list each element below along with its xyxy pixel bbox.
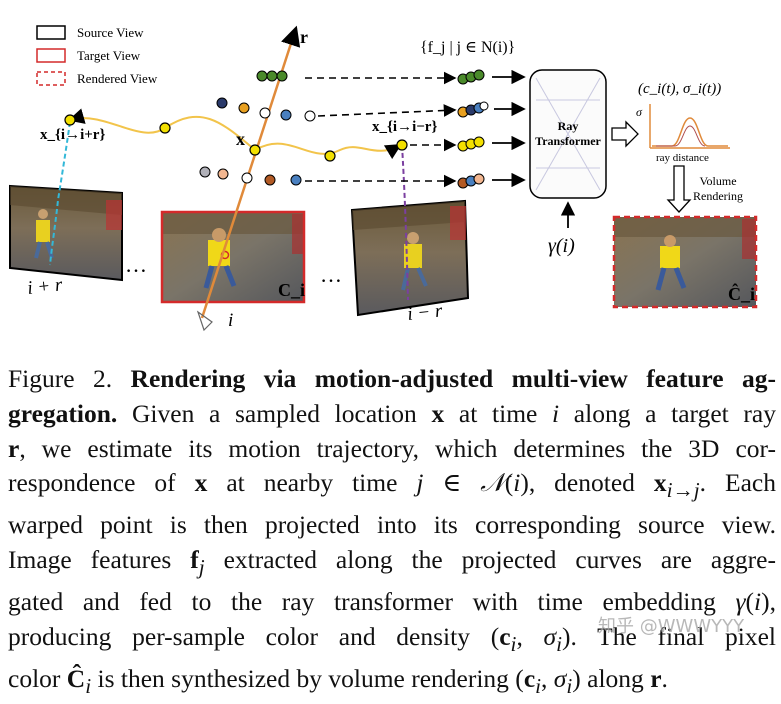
gamma-label: γ(i): [548, 235, 575, 257]
legend-target-label: Target View: [77, 48, 141, 63]
caption-title: Rendering via motion-adjusted multi-view…: [130, 364, 777, 393]
x-plus-label: x_{i→i+r}: [40, 127, 105, 143]
transformer-input-arrows: [492, 69, 526, 188]
sigma-label: σ: [636, 105, 643, 119]
caption-line-9: color Ĉi is then synthesized by volume r…: [8, 663, 668, 698]
rendered-ci-hat-label: Ĉ_i: [728, 282, 755, 304]
caption-line-8: producing per-sample color and density (…: [8, 621, 776, 656]
point-trajectory-a: [159, 122, 171, 134]
volume-label-1: Volume: [699, 174, 736, 188]
figure-diagram: Source View Target View Rendered View i …: [9, 25, 758, 332]
view-label-right: i − r: [406, 300, 444, 325]
caption-line-2: gregation. Given a sampled location x at…: [8, 398, 776, 428]
transformer-label-2: Transformer: [535, 134, 601, 148]
figure-caption: Figure 2. Rendering via motion-adjusted …: [8, 362, 776, 704]
x-minus-label: x_{i→i−r}: [372, 119, 437, 135]
point-x-right: [396, 139, 408, 151]
legend-target-swatch: [36, 48, 66, 63]
legend-source-swatch: [36, 25, 66, 40]
transformer-label-1: Ray: [558, 119, 579, 133]
legend-rendered-label: Rendered View: [77, 71, 158, 86]
dots-center: …: [320, 262, 342, 287]
legend-rendered-swatch: [36, 71, 66, 86]
right-ray-curve: [401, 144, 409, 301]
output-label: (c_i(t), σ_i(t)): [638, 81, 721, 97]
dots-left: …: [125, 252, 147, 277]
caption-line-1: Figure 2. Rendering via motion-adjusted …: [8, 362, 776, 397]
ray-distance-label: ray distance: [656, 152, 709, 164]
ray-label: r: [300, 27, 308, 47]
ray-transformer: Ray Transformer: [529, 69, 607, 199]
target-view: [160, 210, 306, 304]
density-plot: (c_i(t), σ_i(t)) σ ray distance: [636, 81, 730, 164]
output-arrow: [611, 120, 639, 148]
source-view-right: [350, 199, 470, 317]
view-label-left: i + r: [26, 274, 64, 299]
point-x-left: [64, 114, 76, 126]
volume-rendering-arrow: [666, 165, 692, 213]
caption-line-3: r, we estimate its motion trajectory, wh…: [8, 433, 776, 463]
point-trajectory-b: [324, 150, 336, 162]
trajectory-right: [254, 142, 402, 160]
point-x: [249, 144, 261, 156]
feature-arrows: [305, 71, 457, 188]
x-label: x: [236, 129, 245, 149]
rendered-view: [612, 215, 758, 309]
caption-line-6: Image features fj extracted along the pr…: [8, 545, 776, 580]
legend: Source View Target View Rendered View: [36, 25, 158, 86]
features-label: {f_j | j ∈ N(i)}: [420, 39, 515, 56]
ray-samples: [199, 70, 316, 186]
caption-line-5: warped point is then projected into its …: [8, 510, 776, 540]
feature-stacks: [457, 69, 489, 189]
caption-figure-number: Figure 2.: [8, 364, 113, 393]
camera-icon: [196, 310, 213, 332]
legend-source-label: Source View: [77, 25, 144, 40]
target-ci-label: C_i: [278, 280, 305, 300]
caption-line-7: gated and fed to the ray transformer wit…: [8, 586, 776, 616]
watermark: 知乎 @WWWYYY: [598, 616, 745, 637]
left-ray-curve: [49, 121, 71, 266]
source-view-left: [9, 184, 123, 282]
caption-line-4: respondence of x at nearby time j ∈ 𝒩(i)…: [8, 468, 776, 503]
volume-label-2: Rendering: [693, 189, 743, 203]
view-label-center: i: [228, 310, 233, 331]
